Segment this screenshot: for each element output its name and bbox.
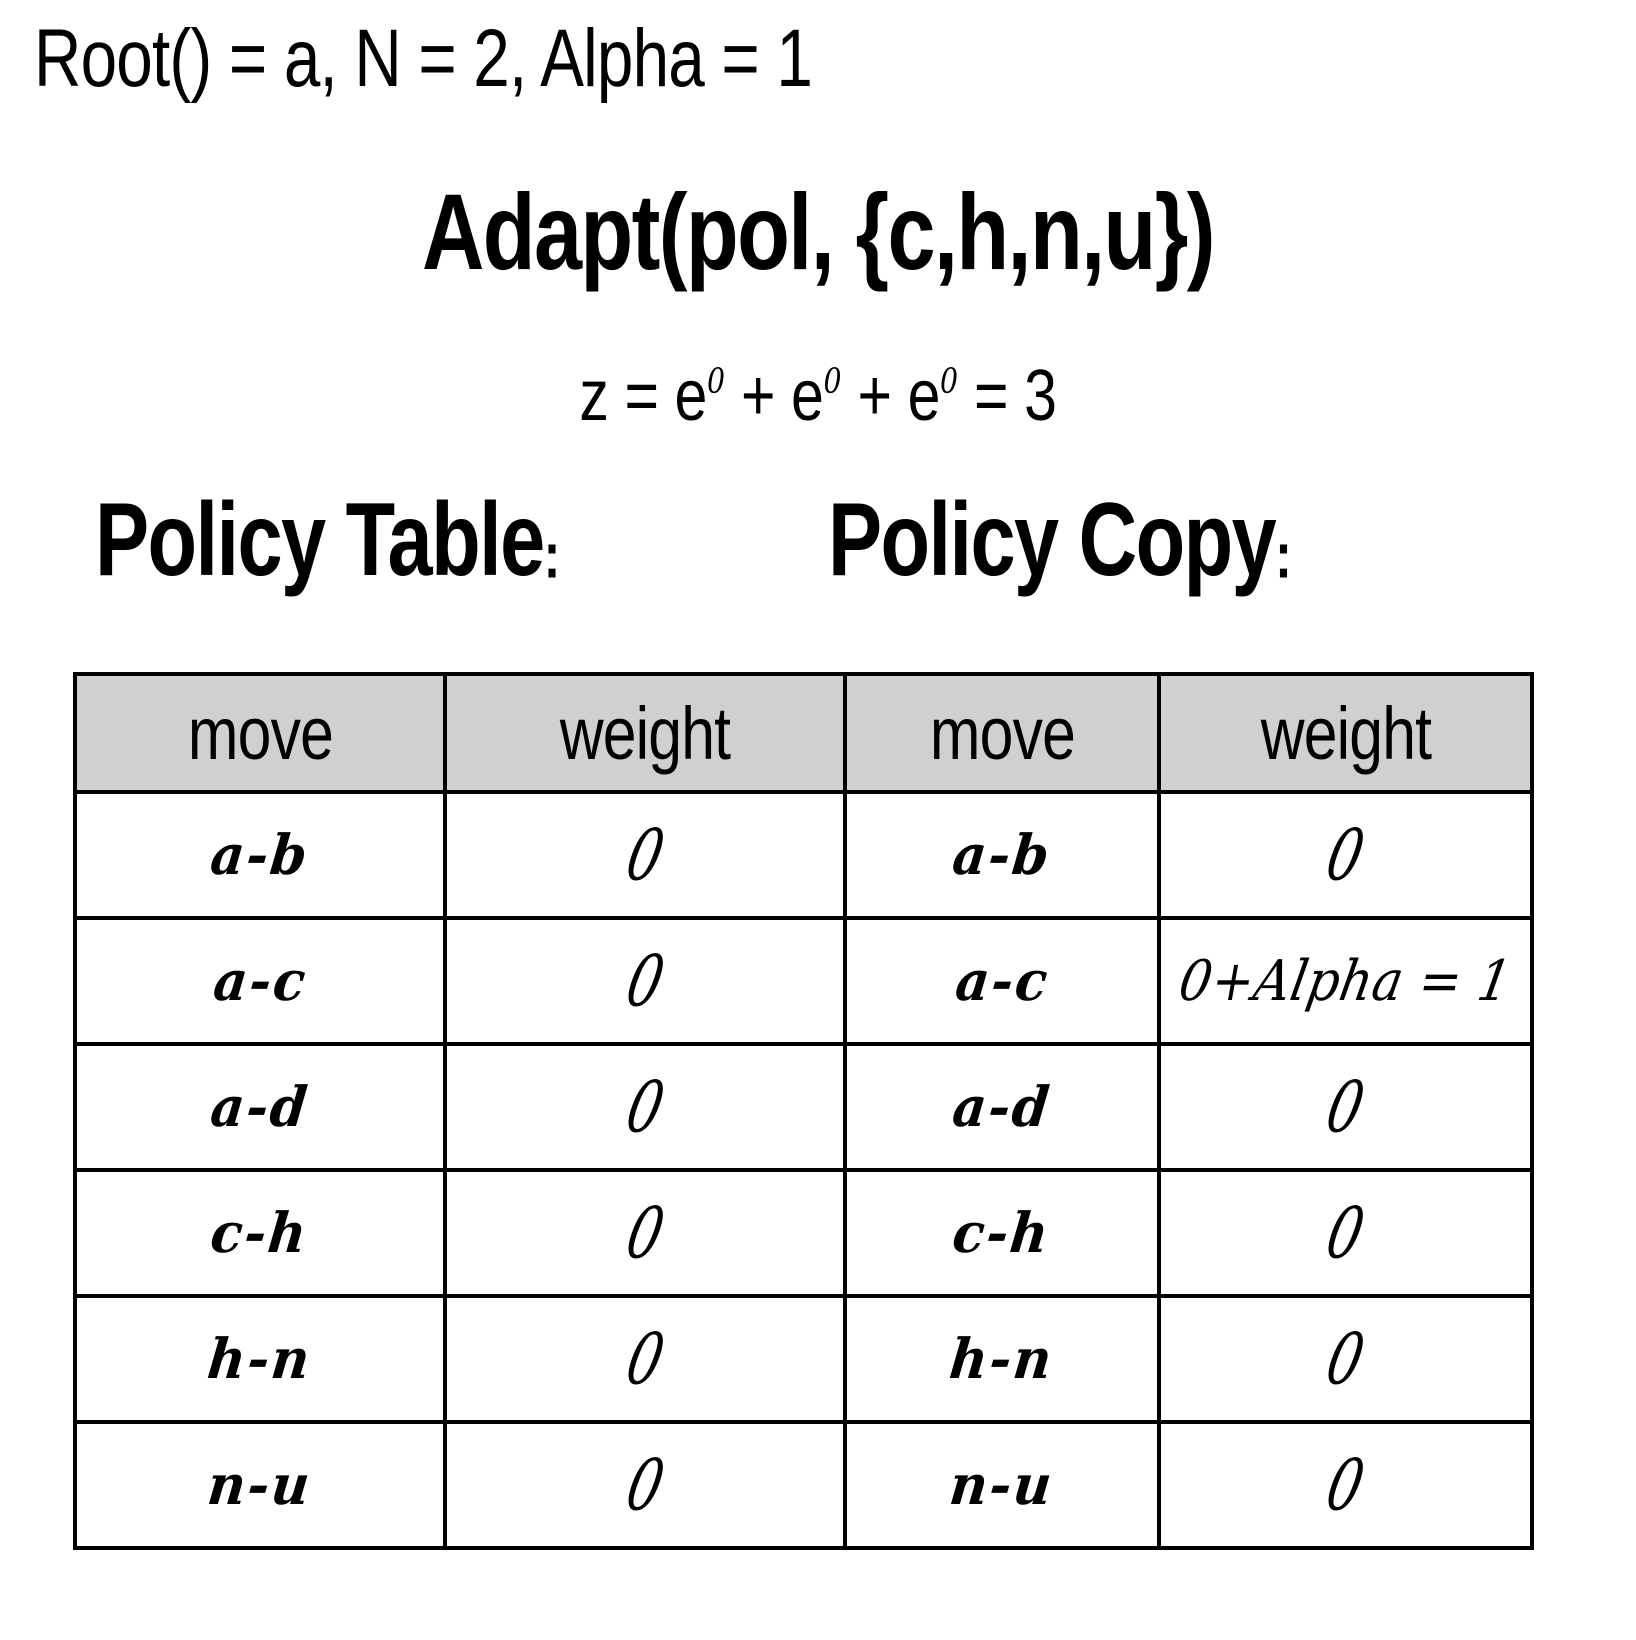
z-term-3-base: e bbox=[907, 356, 941, 436]
cell-copy-move-text: c-h bbox=[950, 1200, 1054, 1266]
table-row: h-n 0 h-n 0 bbox=[73, 1294, 1534, 1424]
table-header-row: move weight move weight bbox=[73, 672, 1534, 794]
column-header-weight-policy-table-label: weight bbox=[559, 691, 731, 775]
z-equation-rhs: = 3 bbox=[958, 356, 1057, 436]
column-header-weight-policy-copy-label: weight bbox=[1260, 691, 1431, 775]
cell-copy-weight: 0 bbox=[1157, 1042, 1534, 1172]
z-term-1-exponent: 0 bbox=[707, 362, 726, 403]
cell-weight-text: 0 bbox=[619, 939, 671, 1023]
cell-copy-move-text: h-n bbox=[946, 1326, 1057, 1392]
cell-move-text: a-b bbox=[207, 822, 313, 888]
z-term-1-base: e bbox=[674, 356, 708, 436]
cell-weight: 0 bbox=[443, 1042, 847, 1172]
cell-weight: 0 bbox=[443, 916, 847, 1046]
table-row: c-h 0 c-h 0 bbox=[73, 1168, 1534, 1298]
cell-move: a-b bbox=[73, 790, 447, 920]
policy-table-caption-inner: Policy Table: bbox=[95, 488, 561, 592]
cell-move: c-h bbox=[73, 1168, 447, 1298]
cell-copy-move: h-n bbox=[843, 1294, 1161, 1424]
z-equation: z = e0 + e0 + e0 = 3 bbox=[0, 360, 1636, 432]
cell-copy-weight-text: 0 bbox=[1319, 1443, 1372, 1527]
policy-table-caption-colon: : bbox=[543, 519, 561, 592]
cell-copy-weight: 0 bbox=[1157, 1168, 1534, 1298]
z-term-2-exponent: 0 bbox=[823, 362, 842, 403]
cell-move-text: a-c bbox=[210, 948, 310, 1014]
z-term-3-exponent: 0 bbox=[940, 362, 959, 403]
root-parameters-line: Root() = a, N = 2, Alpha = 1 bbox=[34, 13, 813, 104]
cell-copy-move-text: a-d bbox=[949, 1074, 1055, 1140]
page-title: Adapt(pol, {c,h,n,u}) bbox=[0, 178, 1636, 286]
cell-weight: 0 bbox=[443, 1168, 847, 1298]
section-captions: Policy Table: Policy Copy: bbox=[0, 488, 1636, 618]
cell-move-text: h-n bbox=[204, 1326, 315, 1392]
cell-copy-move-text: n-u bbox=[946, 1452, 1057, 1518]
cell-copy-move-text: a-b bbox=[949, 822, 1055, 888]
z-equation-inner: z = e0 + e0 + e0 = 3 bbox=[579, 360, 1057, 432]
table-body: a-b 0 a-b 0 a-c 0 a-c 0+Alpha = 1 a-d 0 … bbox=[73, 790, 1534, 1550]
policy-copy-caption: Policy Copy: bbox=[828, 488, 1421, 592]
cell-copy-weight: 0 bbox=[1157, 1420, 1534, 1550]
policy-table-caption-text: Policy Table bbox=[95, 482, 545, 598]
cell-weight-text: 0 bbox=[619, 813, 671, 897]
column-header-weight-policy-table: weight bbox=[443, 672, 847, 794]
z-operator-1: + bbox=[725, 356, 792, 436]
cell-copy-move-text: a-c bbox=[952, 948, 1052, 1014]
cell-weight: 0 bbox=[443, 1294, 847, 1424]
policy-copy-caption-colon: : bbox=[1275, 519, 1292, 592]
cell-weight-text: 0 bbox=[619, 1443, 671, 1527]
cell-copy-weight: 0 bbox=[1157, 790, 1534, 920]
column-header-move-policy-table-label: move bbox=[187, 691, 333, 775]
column-header-move-policy-copy-label: move bbox=[929, 691, 1075, 775]
cell-copy-weight-text: 0+Alpha = 1 bbox=[1174, 948, 1517, 1014]
cell-weight: 0 bbox=[443, 790, 847, 920]
cell-copy-move: c-h bbox=[843, 1168, 1161, 1298]
cell-copy-move: n-u bbox=[843, 1420, 1161, 1550]
cell-move: h-n bbox=[73, 1294, 447, 1424]
cell-move: a-c bbox=[73, 916, 447, 1046]
cell-weight-text: 0 bbox=[619, 1065, 671, 1149]
z-equation-lhs: z = bbox=[579, 356, 675, 436]
cell-copy-move: a-d bbox=[843, 1042, 1161, 1172]
cell-copy-weight-text: 0 bbox=[1319, 1317, 1372, 1401]
table-row: a-d 0 a-d 0 bbox=[73, 1042, 1534, 1172]
policy-copy-caption-inner: Policy Copy: bbox=[828, 488, 1292, 592]
page-title-text: Adapt(pol, {c,h,n,u}) bbox=[422, 171, 1216, 292]
column-header-move-policy-copy: move bbox=[843, 672, 1161, 794]
table-row: n-u 0 n-u 0 bbox=[73, 1420, 1534, 1550]
cell-move-text: c-h bbox=[208, 1200, 312, 1266]
policy-table-caption: Policy Table: bbox=[95, 488, 690, 592]
cell-copy-move: a-b bbox=[843, 790, 1161, 920]
policy-copy-caption-text: Policy Copy bbox=[828, 482, 1277, 598]
cell-copy-weight-updated: 0+Alpha = 1 bbox=[1157, 916, 1534, 1046]
z-operator-2: + bbox=[841, 356, 908, 436]
cell-copy-weight: 0 bbox=[1157, 1294, 1534, 1424]
cell-move-text: n-u bbox=[204, 1452, 315, 1518]
policy-tables: move weight move weight a-b 0 a-b 0 a-c … bbox=[73, 672, 1534, 1550]
cell-weight-text: 0 bbox=[619, 1317, 671, 1401]
table-header: move weight move weight bbox=[73, 672, 1534, 794]
cell-copy-weight-text: 0 bbox=[1319, 1191, 1372, 1275]
column-header-weight-policy-copy: weight bbox=[1157, 672, 1534, 794]
cell-move: a-d bbox=[73, 1042, 447, 1172]
cell-copy-weight-text: 0 bbox=[1319, 1065, 1372, 1149]
cell-weight-text: 0 bbox=[619, 1191, 671, 1275]
cell-weight: 0 bbox=[443, 1420, 847, 1550]
cell-move: n-u bbox=[73, 1420, 447, 1550]
table-row: a-c 0 a-c 0+Alpha = 1 bbox=[73, 916, 1534, 1046]
cell-copy-weight-text: 0 bbox=[1319, 813, 1372, 897]
column-header-move-policy-table: move bbox=[73, 672, 447, 794]
cell-copy-move: a-c bbox=[843, 916, 1161, 1046]
cell-move-text: a-d bbox=[207, 1074, 313, 1140]
z-term-2-base: e bbox=[791, 356, 824, 436]
table-row: a-b 0 a-b 0 bbox=[73, 790, 1534, 920]
